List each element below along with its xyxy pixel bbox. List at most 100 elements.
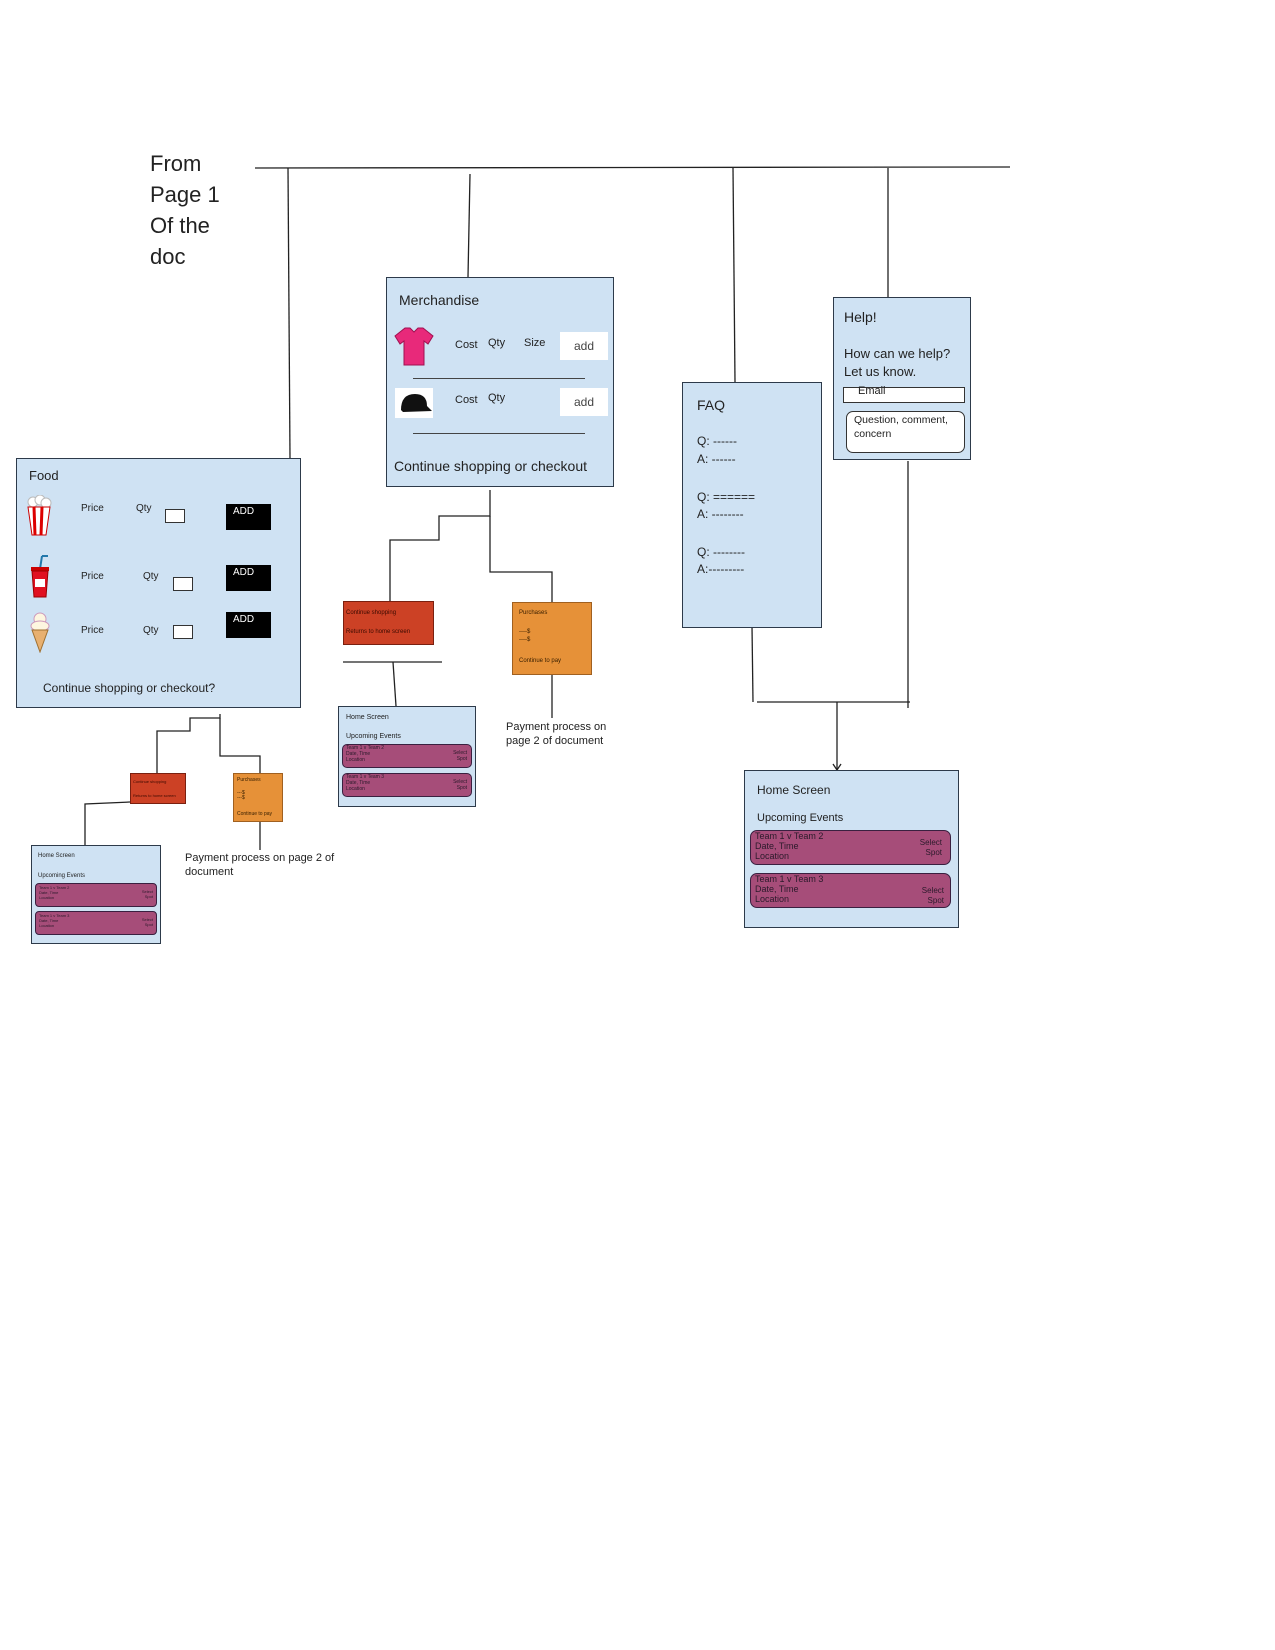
home-screen-medium: Home Screen Upcoming Events Team 1 v Tea… — [338, 706, 476, 807]
food-panel: Food Price Qty ADD Price Qty ADD Price Q… — [16, 458, 301, 708]
spot-label: Spot — [456, 756, 467, 762]
payment-note-line: page 2 of document — [506, 735, 604, 747]
event-datetime: Date, Time — [39, 918, 59, 923]
event-datetime: Date, Time — [755, 884, 799, 894]
source-note-line: From — [150, 151, 202, 176]
continue-to-pay-label: Continue to pay — [237, 811, 273, 817]
event-location: Location — [39, 895, 55, 900]
select-spot-button[interactable]: Select Spot — [142, 917, 153, 927]
upcoming-events-label: Upcoming Events — [38, 873, 86, 879]
event-location: Location — [755, 894, 790, 904]
event-card[interactable]: Team 1 v Team 3 Date, Time Location Sele… — [342, 773, 472, 797]
purchases-title: Purchases — [519, 610, 548, 616]
merch-cost-label: Cost — [455, 339, 478, 351]
food-qty-label: Qty — [143, 571, 159, 582]
continue-shopping-label: Continue shopping — [346, 610, 397, 616]
add-soda-button[interactable]: ADD — [226, 565, 271, 591]
event-location: Location — [755, 851, 790, 861]
merch-footer[interactable]: Continue shopping or checkout — [394, 458, 588, 474]
continue-shopping-box[interactable]: Continue shopping Returns to home screen — [130, 773, 186, 804]
home-screen-title: Home Screen — [38, 853, 75, 859]
event-datetime: Date, Time — [346, 780, 371, 786]
merchandise-title: Merchandise — [399, 292, 480, 308]
food-qty-input-1[interactable] — [165, 509, 185, 523]
event-teams: Team 1 v Team 3 — [755, 874, 824, 884]
select-spot-button[interactable]: Select Spot — [142, 889, 153, 899]
upcoming-events-label: Upcoming Events — [757, 812, 844, 824]
faq-question: Q: ------ — [697, 434, 737, 448]
event-card[interactable]: Team 1 v Team 3 Date, Time Location Sele… — [750, 873, 951, 908]
payment-note-line: Payment process on page 2 of — [185, 852, 335, 864]
select-label: Select — [453, 779, 467, 785]
select-spot-button[interactable]: Select Spot — [453, 779, 467, 791]
help-title: Help! — [844, 309, 877, 325]
purchases-box[interactable]: Purchases ---$ ---$ Continue to pay — [233, 773, 283, 822]
spot-label: Spot — [927, 896, 944, 905]
continue-to-pay-label: Continue to pay — [519, 658, 562, 664]
help-line: How can we help? — [844, 346, 951, 361]
food-qty-input-3[interactable] — [173, 625, 193, 639]
ice-cream-icon — [30, 612, 50, 653]
source-note: From Page 1 Of the doc — [150, 148, 220, 272]
home-screen-title: Home Screen — [346, 714, 389, 721]
faq-answer: A: ------ — [697, 452, 736, 466]
food-title: Food — [29, 468, 59, 483]
event-teams: Team 1 v Team 2 — [755, 831, 824, 841]
purchases-box[interactable]: Purchases ----$ ----$ Continue to pay — [512, 602, 592, 675]
upcoming-events-label: Upcoming Events — [346, 733, 401, 740]
purchases-title: Purchases — [237, 777, 261, 783]
returns-home-label: Returns to home screen — [346, 629, 411, 635]
spot-label: Spot — [925, 848, 942, 857]
faq-answer: A: -------- — [697, 507, 744, 521]
select-label: Select — [141, 889, 153, 894]
food-price-label: Price — [81, 625, 104, 636]
home-screen-large: Home Screen Upcoming Events Team 1 v Tea… — [744, 770, 959, 928]
faq-question: Q: ====== — [697, 490, 756, 504]
continue-shopping-label: Continue shopping — [133, 779, 167, 784]
food-qty-input-2[interactable] — [173, 577, 193, 591]
home-screen-small: Home Screen Upcoming Events Team 1 v Tea… — [31, 845, 161, 944]
add-ice-cream-button[interactable]: ADD — [226, 612, 271, 638]
faq-title: FAQ — [697, 397, 726, 413]
event-teams: Team 1 v Team 3 — [39, 913, 70, 918]
payment-note: Payment process on page 2 of document — [185, 851, 334, 879]
tshirt-icon — [394, 327, 434, 366]
source-note-line: Page 1 — [150, 182, 220, 207]
source-note-line: doc — [150, 244, 186, 269]
select-spot-button[interactable]: Select Spot — [453, 750, 467, 762]
payment-note-line: Payment process on — [506, 721, 607, 733]
event-card[interactable]: Team 1 v Team 2 Date, Time Location Sele… — [750, 830, 951, 865]
email-field[interactable]: Email — [843, 385, 965, 403]
cap-icon — [395, 388, 433, 418]
merch-divider — [413, 433, 585, 434]
add-popcorn-button[interactable]: ADD — [226, 504, 271, 530]
add-cap-button[interactable]: add — [560, 388, 608, 416]
event-datetime: Date, Time — [346, 751, 371, 757]
merch-cost-label: Cost — [455, 394, 478, 406]
event-datetime: Date, Time — [755, 841, 799, 851]
continue-shopping-box[interactable]: Continue shopping Returns to home screen — [343, 601, 434, 645]
food-price-label: Price — [81, 503, 104, 514]
event-teams: Team 1 v Team 2 — [346, 745, 384, 751]
returns-home-label: Returns to home screen — [133, 793, 176, 798]
spot-label: Spot — [144, 894, 153, 899]
merch-qty-label: Qty — [488, 337, 506, 349]
spot-label: Spot — [144, 922, 153, 927]
select-spot-button[interactable]: Select Spot — [920, 838, 942, 858]
event-card[interactable]: Team 1 v Team 3 Date, Time Location Sele… — [35, 911, 157, 935]
purchase-line: ----$ — [519, 637, 531, 643]
merch-size-label: Size — [524, 337, 546, 349]
select-label: Select — [141, 917, 153, 922]
email-field-placeholder: Email — [858, 385, 886, 397]
merch-divider — [413, 378, 585, 379]
event-location: Location — [39, 923, 55, 928]
event-card[interactable]: Team 1 v Team 2 Date, Time Location Sele… — [35, 883, 157, 907]
payment-note: Payment process on page 2 of document — [506, 720, 606, 748]
popcorn-icon — [27, 495, 52, 536]
food-footer[interactable]: Continue shopping or checkout? — [43, 681, 216, 695]
add-tshirt-button[interactable]: add — [560, 332, 608, 360]
select-spot-button[interactable]: Select Spot — [922, 886, 944, 906]
event-card[interactable]: Team 1 v Team 2 Date, Time Location Sele… — [342, 744, 472, 768]
question-field[interactable]: Question, comment, concern — [846, 411, 965, 453]
soda-cup-icon — [31, 555, 49, 598]
